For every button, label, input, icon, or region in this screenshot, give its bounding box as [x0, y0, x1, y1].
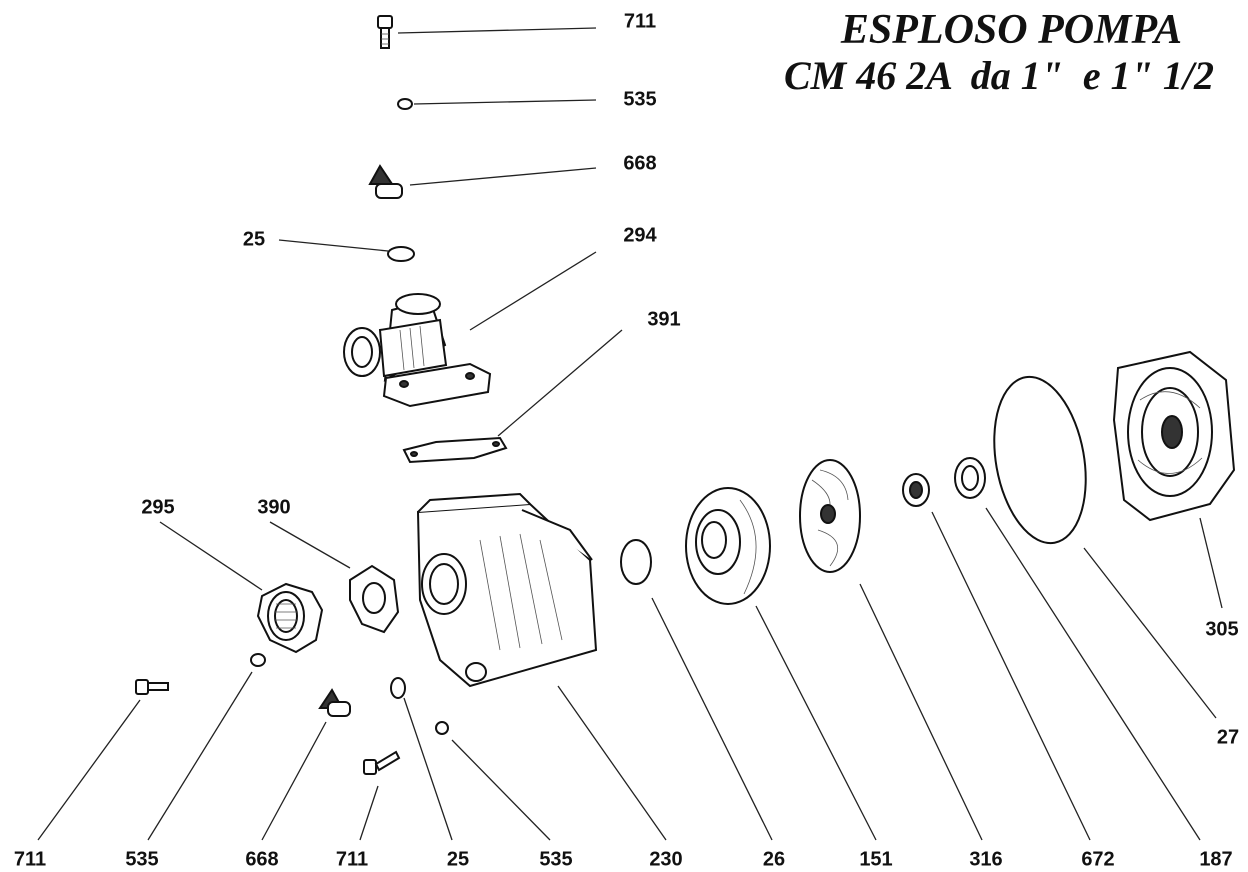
leader-390 — [269, 521, 351, 569]
label-391: 391 — [647, 308, 681, 331]
seal-672-part — [902, 473, 930, 507]
label-25-top: 25 — [242, 228, 266, 251]
gasket-390-part — [349, 564, 400, 634]
leader-672 — [931, 511, 1091, 841]
label-668-top: 668 — [623, 152, 657, 175]
leader-295 — [159, 521, 263, 591]
plug-668-top-part — [368, 164, 403, 199]
label-316: 316 — [969, 848, 1003, 871]
leader-187 — [985, 507, 1201, 841]
label-390: 390 — [257, 496, 291, 519]
label-305: 305 — [1205, 618, 1239, 641]
label-711-bottom-left: 711 — [13, 848, 47, 871]
oring-25-bottom-part — [390, 677, 406, 699]
label-711-bottom: 711 — [335, 848, 369, 871]
label-25-bottom: 25 — [446, 848, 470, 871]
elbow-294-part — [343, 293, 492, 408]
label-151: 151 — [859, 848, 893, 871]
leader-316 — [859, 583, 983, 841]
leader-711-bl — [37, 699, 141, 841]
diagram-title: ESPLOSO POMPA — [840, 7, 1182, 53]
label-26: 26 — [762, 848, 786, 871]
leader-294 — [469, 251, 597, 331]
leader-535-top — [413, 99, 597, 105]
bolt-711-bottom-left-part — [135, 679, 169, 695]
label-668-bottom: 668 — [245, 848, 279, 871]
leader-711-top — [397, 27, 597, 34]
flange-295-part — [256, 582, 324, 654]
oring-26-part — [620, 539, 652, 585]
label-187: 187 — [1199, 848, 1233, 871]
leader-391 — [497, 329, 623, 437]
label-230: 230 — [649, 848, 683, 871]
bolt-711-bottom-part — [363, 750, 401, 775]
washer-535-top-part — [397, 98, 413, 110]
diagram-subtitle: CM 46 2A da 1" e 1" 1/2 — [784, 53, 1214, 98]
leader-27 — [1083, 547, 1217, 719]
impeller-316-part — [799, 459, 861, 573]
gasket-391-part — [402, 436, 508, 464]
oring-25-top-part — [387, 246, 415, 262]
pump-body-230-part — [416, 492, 598, 688]
label-672: 672 — [1081, 848, 1115, 871]
washer-535-bottom-left-part — [250, 653, 266, 667]
label-27: 27 — [1216, 726, 1240, 749]
diffuser-151-part — [685, 487, 771, 605]
plug-668-bottom-part — [318, 688, 351, 717]
leader-711-b — [359, 785, 379, 841]
leader-25-top — [278, 239, 389, 252]
leader-151 — [755, 605, 877, 841]
label-535-bottom: 535 — [539, 848, 573, 871]
seal-187-part — [954, 457, 986, 499]
leader-25-b — [403, 697, 453, 841]
leader-26 — [651, 597, 773, 841]
leader-230 — [557, 685, 667, 841]
label-535-top: 535 — [623, 88, 657, 111]
leader-305 — [1199, 517, 1223, 609]
bolt-711-top-part — [377, 15, 393, 49]
label-294: 294 — [623, 224, 657, 247]
label-295: 295 — [141, 496, 175, 519]
oring-27-part — [993, 375, 1087, 545]
washer-535-bottom-part — [435, 721, 449, 735]
label-711-top: 711 — [623, 10, 657, 33]
leader-535-bl — [147, 671, 253, 841]
label-535-bottom-left: 535 — [125, 848, 159, 871]
leader-668-b — [261, 721, 327, 841]
leader-lines — [37, 27, 1223, 841]
cover-305-part — [1112, 350, 1236, 522]
leader-535-b — [451, 739, 551, 841]
leader-668-top — [409, 167, 597, 186]
